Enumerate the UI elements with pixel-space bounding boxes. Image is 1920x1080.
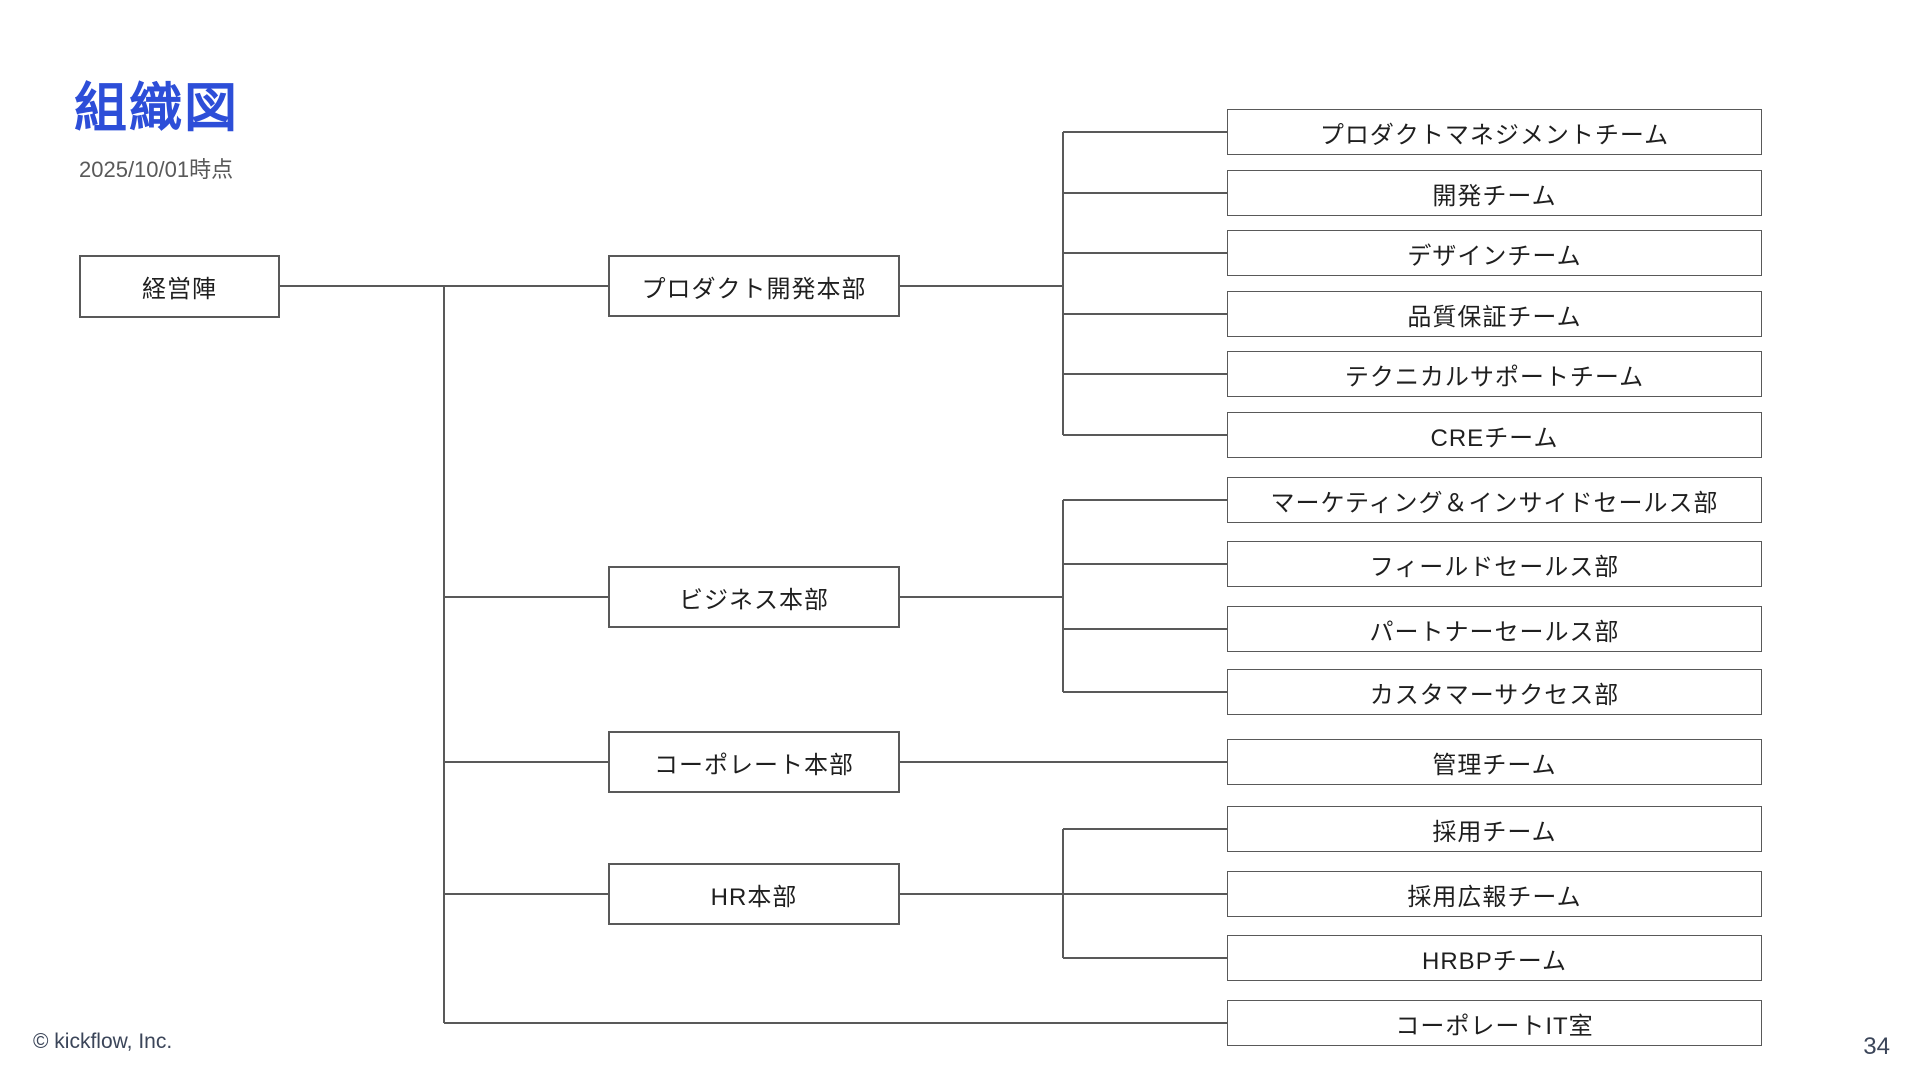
- org-node-team: コーポレートIT室: [1227, 1000, 1762, 1046]
- org-node-department-label: HR本部: [710, 883, 798, 911]
- org-node-team: CREチーム: [1227, 412, 1762, 458]
- org-node-team: 開発チーム: [1227, 170, 1762, 216]
- org-node-team-label: 開発チーム: [1432, 182, 1557, 210]
- org-node-department: ビジネス本部: [608, 566, 900, 628]
- org-node-team-label: 管理チーム: [1432, 751, 1557, 779]
- org-node-team: フィールドセールス部: [1227, 541, 1762, 587]
- org-node-team: 採用チーム: [1227, 806, 1762, 852]
- org-node-team: プロダクトマネジメントチーム: [1227, 109, 1762, 155]
- org-node-team-label: 採用広報チーム: [1407, 883, 1582, 911]
- org-node-team: マーケティング＆インサイドセールス部: [1227, 477, 1762, 523]
- org-node-department: プロダクト開発本部: [608, 255, 900, 317]
- org-node-team: 採用広報チーム: [1227, 871, 1762, 917]
- org-node-team-label: プロダクトマネジメントチーム: [1319, 121, 1670, 149]
- org-node-team: カスタマーサクセス部: [1227, 669, 1762, 715]
- org-node-team-label: マーケティング＆インサイドセールス部: [1270, 489, 1719, 517]
- org-node-team: パートナーセールス部: [1227, 606, 1762, 652]
- page-subtitle: 2025/10/01時点: [79, 157, 234, 182]
- org-node-root: 経営陣: [79, 255, 280, 318]
- org-node-department: コーポレート本部: [608, 731, 900, 793]
- org-node-team: 品質保証チーム: [1227, 291, 1762, 337]
- org-node-team-label: 品質保証チーム: [1407, 303, 1582, 331]
- org-node-team-label: CREチーム: [1430, 424, 1559, 452]
- footer-copyright: © kickflow, Inc.: [33, 1030, 173, 1053]
- org-node-team-label: コーポレートIT室: [1395, 1012, 1594, 1040]
- org-node-department-label: プロダクト開発本部: [641, 275, 867, 303]
- org-node-team-label: フィールドセールス部: [1369, 553, 1620, 581]
- org-node-root-label: 経営陣: [142, 276, 217, 303]
- page-number: 34: [1863, 1033, 1890, 1060]
- org-node-team: テクニカルサポートチーム: [1227, 351, 1762, 397]
- org-node-team-label: HRBPチーム: [1422, 947, 1567, 975]
- org-node-team: HRBPチーム: [1227, 935, 1762, 981]
- org-node-team-label: デザインチーム: [1407, 242, 1582, 270]
- org-node-team: 管理チーム: [1227, 739, 1762, 785]
- org-node-department-label: ビジネス本部: [679, 586, 829, 614]
- org-node-team-label: パートナーセールス部: [1369, 618, 1620, 646]
- org-node-department: HR本部: [608, 863, 900, 925]
- org-node-team-label: テクニカルサポートチーム: [1344, 363, 1645, 391]
- org-node-team-label: 採用チーム: [1432, 818, 1557, 846]
- org-node-team-label: カスタマーサクセス部: [1369, 681, 1620, 709]
- org-node-department-label: コーポレート本部: [654, 751, 854, 779]
- page-title: 組織図: [74, 79, 239, 138]
- org-node-team: デザインチーム: [1227, 230, 1762, 276]
